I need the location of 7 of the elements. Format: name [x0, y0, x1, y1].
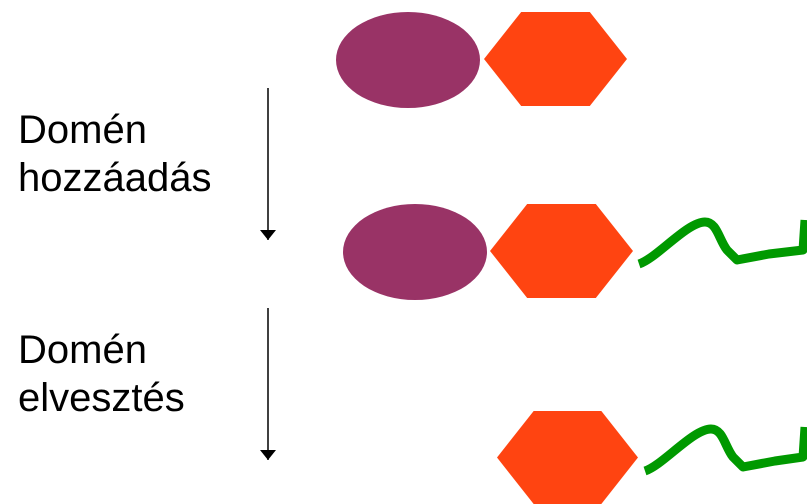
oval-domain [343, 204, 487, 300]
hexagon-domain [484, 12, 627, 106]
oval-domain [336, 12, 480, 108]
hexagon-domain [497, 411, 638, 504]
process-label: Domén hozzáadás [18, 107, 212, 202]
process-label: Domén elvesztés [18, 327, 186, 422]
hexagon-domain [490, 204, 633, 298]
